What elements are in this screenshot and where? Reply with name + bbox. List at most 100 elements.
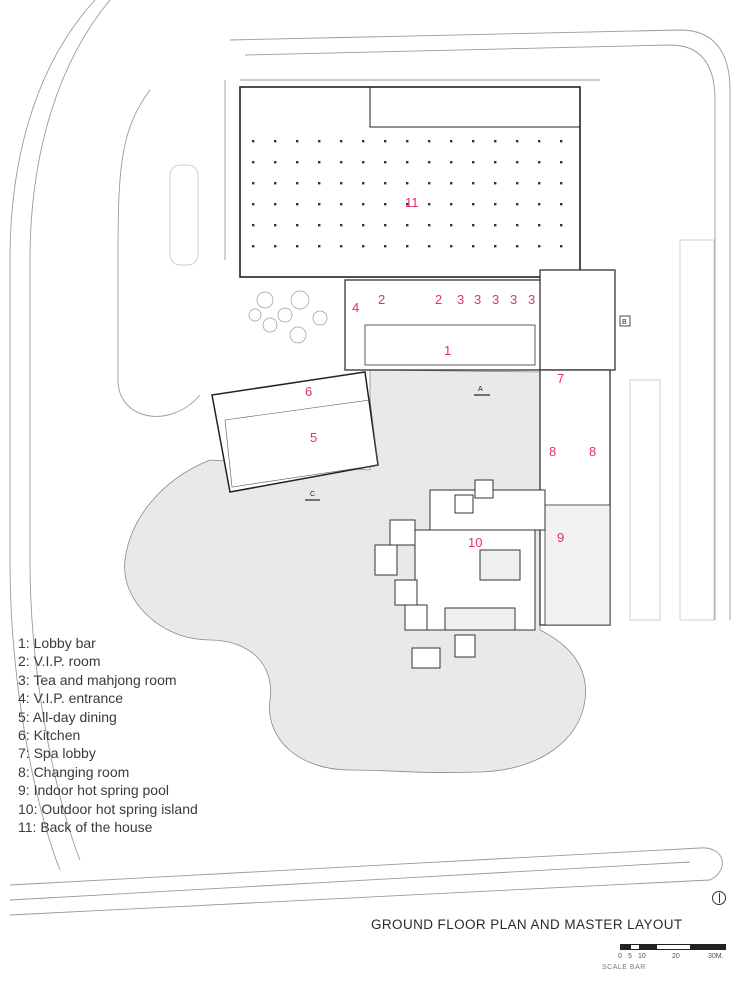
column-marker bbox=[516, 140, 519, 143]
scale-bar-caption: SCALE BAR bbox=[602, 964, 646, 971]
column-marker bbox=[296, 140, 299, 143]
column-marker bbox=[296, 182, 299, 185]
trees bbox=[248, 290, 328, 344]
column-marker bbox=[318, 182, 321, 185]
column-marker bbox=[428, 161, 431, 164]
column-marker bbox=[538, 182, 541, 185]
column-marker bbox=[274, 224, 277, 227]
column-marker bbox=[450, 140, 453, 143]
column-marker bbox=[494, 182, 497, 185]
column-marker bbox=[318, 140, 321, 143]
room-label-5: 5 bbox=[310, 430, 317, 445]
room-label-9: 9 bbox=[557, 530, 564, 545]
column-marker bbox=[274, 161, 277, 164]
column-marker bbox=[406, 203, 409, 206]
column-marker bbox=[538, 140, 541, 143]
column-marker bbox=[362, 245, 365, 248]
scale-tick-0: 0 bbox=[618, 953, 622, 960]
column-marker bbox=[538, 203, 541, 206]
room-label-2b: 2 bbox=[435, 292, 442, 307]
column-marker bbox=[560, 140, 563, 143]
column-marker bbox=[318, 224, 321, 227]
room-label-6: 6 bbox=[305, 384, 312, 399]
room-label-3e: 3 bbox=[528, 292, 535, 307]
room-label-7: 7 bbox=[557, 371, 564, 386]
column-marker bbox=[516, 182, 519, 185]
column-marker bbox=[274, 245, 277, 248]
column-marker bbox=[406, 182, 409, 185]
column-marker bbox=[406, 224, 409, 227]
legend-item: 3: Tea and mahjong room bbox=[18, 671, 177, 688]
column-marker bbox=[384, 245, 387, 248]
room-label-2a: 2 bbox=[378, 292, 385, 307]
column-marker bbox=[516, 224, 519, 227]
column-marker bbox=[252, 203, 255, 206]
room-label-4: 4 bbox=[352, 300, 359, 315]
column-marker bbox=[384, 161, 387, 164]
section-markers: A B C bbox=[305, 315, 631, 501]
section-marker-b: B bbox=[622, 319, 627, 326]
column-marker bbox=[472, 140, 475, 143]
back-of-house bbox=[239, 86, 581, 278]
north-arrow-icon bbox=[712, 891, 726, 905]
column-marker bbox=[560, 245, 563, 248]
column-marker bbox=[252, 182, 255, 185]
column-marker bbox=[538, 245, 541, 248]
spring-island-pods bbox=[374, 479, 546, 669]
legend-item: 2: V.I.P. room bbox=[18, 653, 101, 670]
column-marker bbox=[472, 161, 475, 164]
room-label-1: 1 bbox=[444, 343, 451, 358]
column-marker bbox=[274, 182, 277, 185]
column-marker bbox=[428, 203, 431, 206]
column-marker bbox=[384, 203, 387, 206]
column-marker bbox=[384, 182, 387, 185]
column-marker bbox=[340, 224, 343, 227]
legend-item: 5: All-day dining bbox=[18, 708, 117, 725]
column-marker bbox=[516, 161, 519, 164]
scale-tick-5: 5 bbox=[628, 953, 632, 960]
parking-bays bbox=[169, 164, 715, 621]
column-marker bbox=[494, 245, 497, 248]
column-marker bbox=[384, 140, 387, 143]
column-marker bbox=[406, 161, 409, 164]
column-marker bbox=[340, 203, 343, 206]
column-marker bbox=[494, 140, 497, 143]
room-label-3a: 3 bbox=[457, 292, 464, 307]
column-marker bbox=[428, 182, 431, 185]
column-marker bbox=[538, 161, 541, 164]
scale-tick-20: 20 bbox=[672, 953, 680, 960]
legend-item: 10: Outdoor hot spring island bbox=[18, 800, 198, 817]
column-marker bbox=[318, 161, 321, 164]
column-marker bbox=[406, 245, 409, 248]
column-marker bbox=[252, 245, 255, 248]
section-marker-a: A bbox=[478, 386, 483, 393]
column-marker bbox=[560, 182, 563, 185]
column-marker bbox=[538, 224, 541, 227]
room-label-8a: 8 bbox=[549, 444, 556, 459]
site-context bbox=[9, 0, 731, 916]
room-label-11: 11 bbox=[405, 195, 419, 210]
column-marker bbox=[428, 224, 431, 227]
room-labels: 11 4 2 2 3 3 3 3 3 1 6 5 7 8 8 9 10 bbox=[305, 195, 596, 550]
column-marker bbox=[450, 203, 453, 206]
column-marker bbox=[516, 203, 519, 206]
column-marker bbox=[560, 203, 563, 206]
column-marker bbox=[516, 245, 519, 248]
column-marker bbox=[384, 224, 387, 227]
column-marker bbox=[252, 161, 255, 164]
central-block bbox=[344, 269, 616, 626]
room-label-3b: 3 bbox=[474, 292, 481, 307]
room-legend: 1: Lobby bar 2: V.I.P. room 3: Tea and m… bbox=[18, 634, 198, 836]
column-marker bbox=[296, 203, 299, 206]
column-marker bbox=[560, 224, 563, 227]
column-marker bbox=[318, 245, 321, 248]
column-marker bbox=[296, 224, 299, 227]
column-marker bbox=[362, 224, 365, 227]
column-marker bbox=[494, 203, 497, 206]
column-marker bbox=[296, 161, 299, 164]
legend-item: 7: Spa lobby bbox=[18, 745, 96, 762]
room-label-3c: 3 bbox=[492, 292, 499, 307]
column-marker bbox=[472, 245, 475, 248]
column-marker bbox=[362, 140, 365, 143]
